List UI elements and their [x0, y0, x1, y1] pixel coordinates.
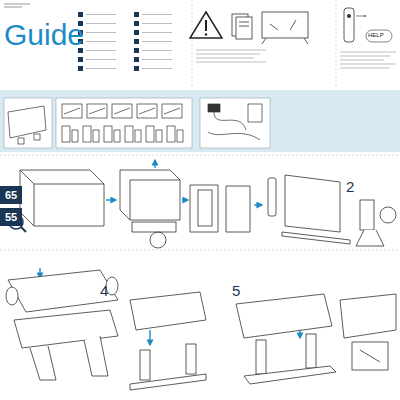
remote-icon [344, 8, 392, 42]
step-5-tv [236, 294, 396, 384]
tv-icon [262, 12, 308, 44]
parts-panel [4, 98, 270, 148]
size-number: 55 [2, 210, 20, 224]
cable-parts [208, 104, 262, 140]
parts-band [0, 90, 400, 152]
language-list [78, 12, 172, 71]
size-number: 65 [2, 188, 20, 202]
parts-icons [62, 104, 183, 142]
step-number: 4 [100, 282, 108, 299]
button-label: HELP [368, 32, 384, 38]
size-tab: 65 [0, 186, 22, 204]
step-2-tv [268, 175, 396, 246]
size-tab: 55 [0, 208, 22, 226]
step-4-stand [130, 292, 206, 390]
step-number: 5 [232, 282, 240, 299]
step-1-box [9, 170, 250, 248]
warning-icon [190, 12, 222, 38]
guide-title: Guide [4, 18, 84, 52]
manual-icon [232, 14, 252, 39]
tv-back [8, 106, 46, 144]
step-number: 2 [346, 178, 354, 195]
fold-line [0, 0, 400, 250]
step-4-tv [6, 270, 118, 380]
doc-code [4, 4, 30, 7]
